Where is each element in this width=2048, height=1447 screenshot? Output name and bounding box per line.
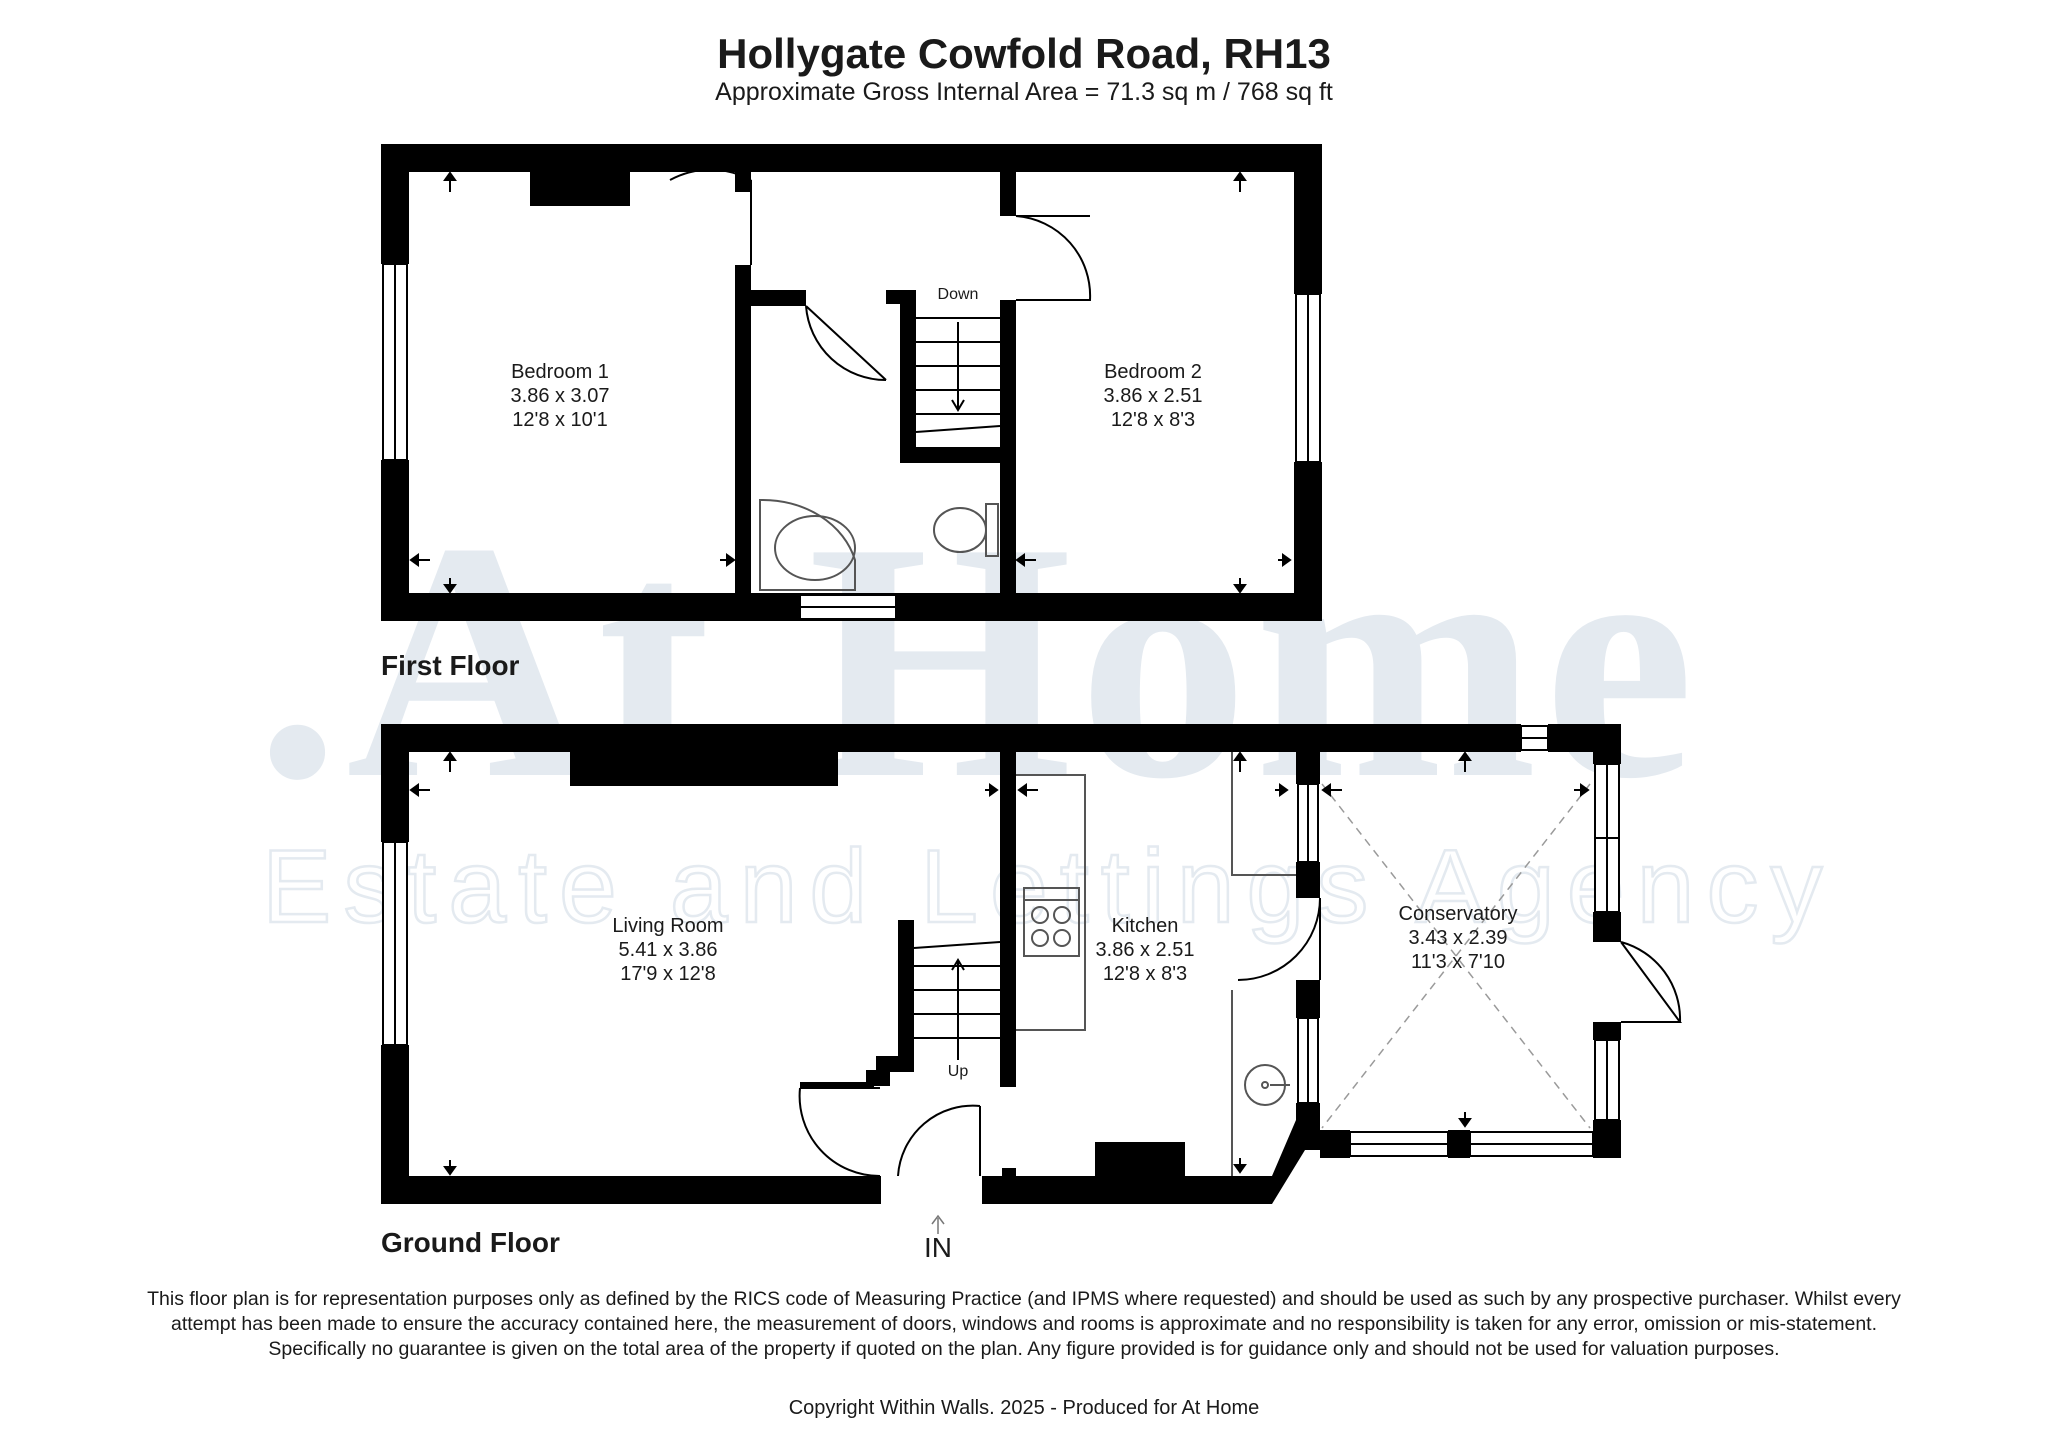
gf-wall-conservatory-right-mid [1593, 912, 1621, 942]
gf-wall-bottom-kitchen [982, 1176, 1272, 1204]
gf-stair-step-3 [800, 1082, 874, 1088]
gf-door-conservatory [1237, 897, 1321, 981]
stairs-up-label: Up [947, 1063, 969, 1080]
page-title: Hollygate Cowfold Road, RH13 [717, 30, 1331, 77]
ff-wall-top [381, 144, 1322, 172]
room-metric: 3.86 x 3.07 [510, 385, 610, 407]
gf-wall-conservatory-right-top [1593, 724, 1621, 764]
room-name: Living Room [612, 915, 724, 937]
ff-door-bed1 [669, 168, 752, 265]
disclaimer: This floor plan is for representation pu… [147, 1288, 1901, 1360]
gf-worktop-top-right [1231, 752, 1296, 876]
gf-stair-step-1 [876, 1056, 914, 1072]
gf-wall-bottom-step [1002, 1168, 1016, 1178]
gf-door-living [798, 1087, 881, 1178]
gf-wall-conservatory-bottom-left [1320, 1130, 1350, 1158]
gf-wall-top [381, 724, 1521, 752]
gf-roof-diagonal-1 [1321, 783, 1591, 1129]
gf-wall-left-upper [381, 724, 409, 842]
room-imperial: 12'8 x 8'3 [1102, 963, 1188, 985]
ff-door-bed2 [1015, 215, 1092, 301]
gf-worktop-left [1016, 774, 1086, 1031]
gf-wall-conservatory-left-top [1296, 752, 1320, 784]
gf-wall-living-kitchen [1000, 752, 1016, 1087]
first-floor-label: First Floor [381, 650, 520, 681]
ff-stair-wall-stub [886, 290, 916, 304]
ff-staircase [915, 317, 1001, 433]
gf-door-entrance [897, 1104, 981, 1177]
ground-floor-label: Ground Floor [381, 1227, 560, 1258]
gf-wall-conservatory-right-lower [1593, 1022, 1621, 1040]
ff-chimney-breast [530, 172, 630, 206]
watermark-brand: .At Home [255, 472, 1700, 849]
gf-chimney-living [570, 752, 838, 786]
gf-wall-conservatory-right-bot [1593, 1120, 1621, 1158]
room-imperial: 12'8 x 8'3 [1110, 409, 1196, 431]
room-label-bedroom-1: Bedroom 1 3.86 x 3.07 12'8 x 10'1 [511, 360, 610, 432]
gf-hob [1023, 887, 1080, 957]
gf-stair-wall-left [898, 920, 914, 1060]
room-label-bedroom-2: Bedroom 2 3.86 x 2.51 12'8 x 8'3 [1104, 360, 1203, 432]
room-imperial: 12'8 x 10'1 [512, 409, 608, 431]
gf-measure-arrows [409, 751, 1590, 1176]
room-name: Conservatory [1398, 903, 1518, 925]
ff-wall-left-upper [381, 144, 409, 264]
gf-wall-bottom-living [381, 1176, 881, 1204]
stairs-down-label: Down [937, 286, 979, 303]
gf-wall-conservatory-left-lower [1296, 980, 1320, 1018]
gf-wall-angled-corner [1272, 1120, 1320, 1204]
room-name: Bedroom 2 [1104, 361, 1202, 383]
ff-bath-tub [759, 498, 856, 591]
gf-stair-wall-top [898, 920, 914, 936]
ff-stair-wall-bottom [900, 447, 1000, 463]
ff-measure-arrows [409, 171, 1292, 594]
room-metric: 5.41 x 3.86 [618, 939, 718, 961]
room-label-living-room: Living Room 5.41 x 3.86 17'9 x 12'8 [612, 914, 723, 986]
ff-wall-bed1-landing [735, 265, 751, 593]
ff-door-bath [805, 305, 887, 382]
gf-chimney-kitchen [1095, 1142, 1185, 1176]
room-name: Bedroom 1 [511, 361, 609, 383]
entrance-label: IN [924, 1232, 952, 1263]
ff-wall-landing-stub [751, 290, 806, 306]
copyright: Copyright Within Walls. 2025 - Produced … [788, 1397, 1260, 1419]
ff-wall-right-upper [1294, 144, 1322, 294]
room-label-conservatory: Conservatory 3.43 x 2.39 11'3 x 7'10 [1399, 902, 1518, 974]
ff-wall-bed2-landing [1000, 172, 1016, 216]
gf-staircase [913, 941, 1001, 1060]
gf-wall-conservatory-bottom-mid [1448, 1130, 1470, 1158]
entrance-arrow-icon [931, 1214, 945, 1234]
gross-internal-area: Approximate Gross Internal Area = 71.3 s… [715, 78, 1333, 106]
ff-toilet [933, 503, 999, 557]
room-metric: 3.86 x 2.51 [1103, 385, 1203, 407]
room-label-kitchen: Kitchen 3.86 x 2.51 12'8 x 8'3 [1096, 914, 1195, 986]
ground-floor-plan [381, 724, 1682, 1234]
first-floor-plan [381, 144, 1322, 621]
ff-wall-left-lower [381, 460, 409, 621]
gf-wall-conservatory-left-mid [1296, 862, 1320, 898]
ff-wall-bed2-landing-lower [1000, 300, 1016, 593]
room-imperial: 17'9 x 12'8 [620, 963, 716, 985]
ff-stair-wall-left [900, 290, 916, 463]
room-name: Kitchen [1111, 915, 1179, 937]
gf-sink [1244, 1064, 1290, 1106]
room-imperial: 11'3 x 7'10 [1410, 951, 1505, 973]
ff-wall-right-lower [1294, 462, 1322, 621]
gf-roof-diagonal-2 [1321, 783, 1591, 1129]
room-metric: 3.86 x 2.51 [1095, 939, 1195, 961]
gf-door-garden [1620, 941, 1682, 1023]
room-metric: 3.43 x 2.39 [1408, 927, 1508, 949]
